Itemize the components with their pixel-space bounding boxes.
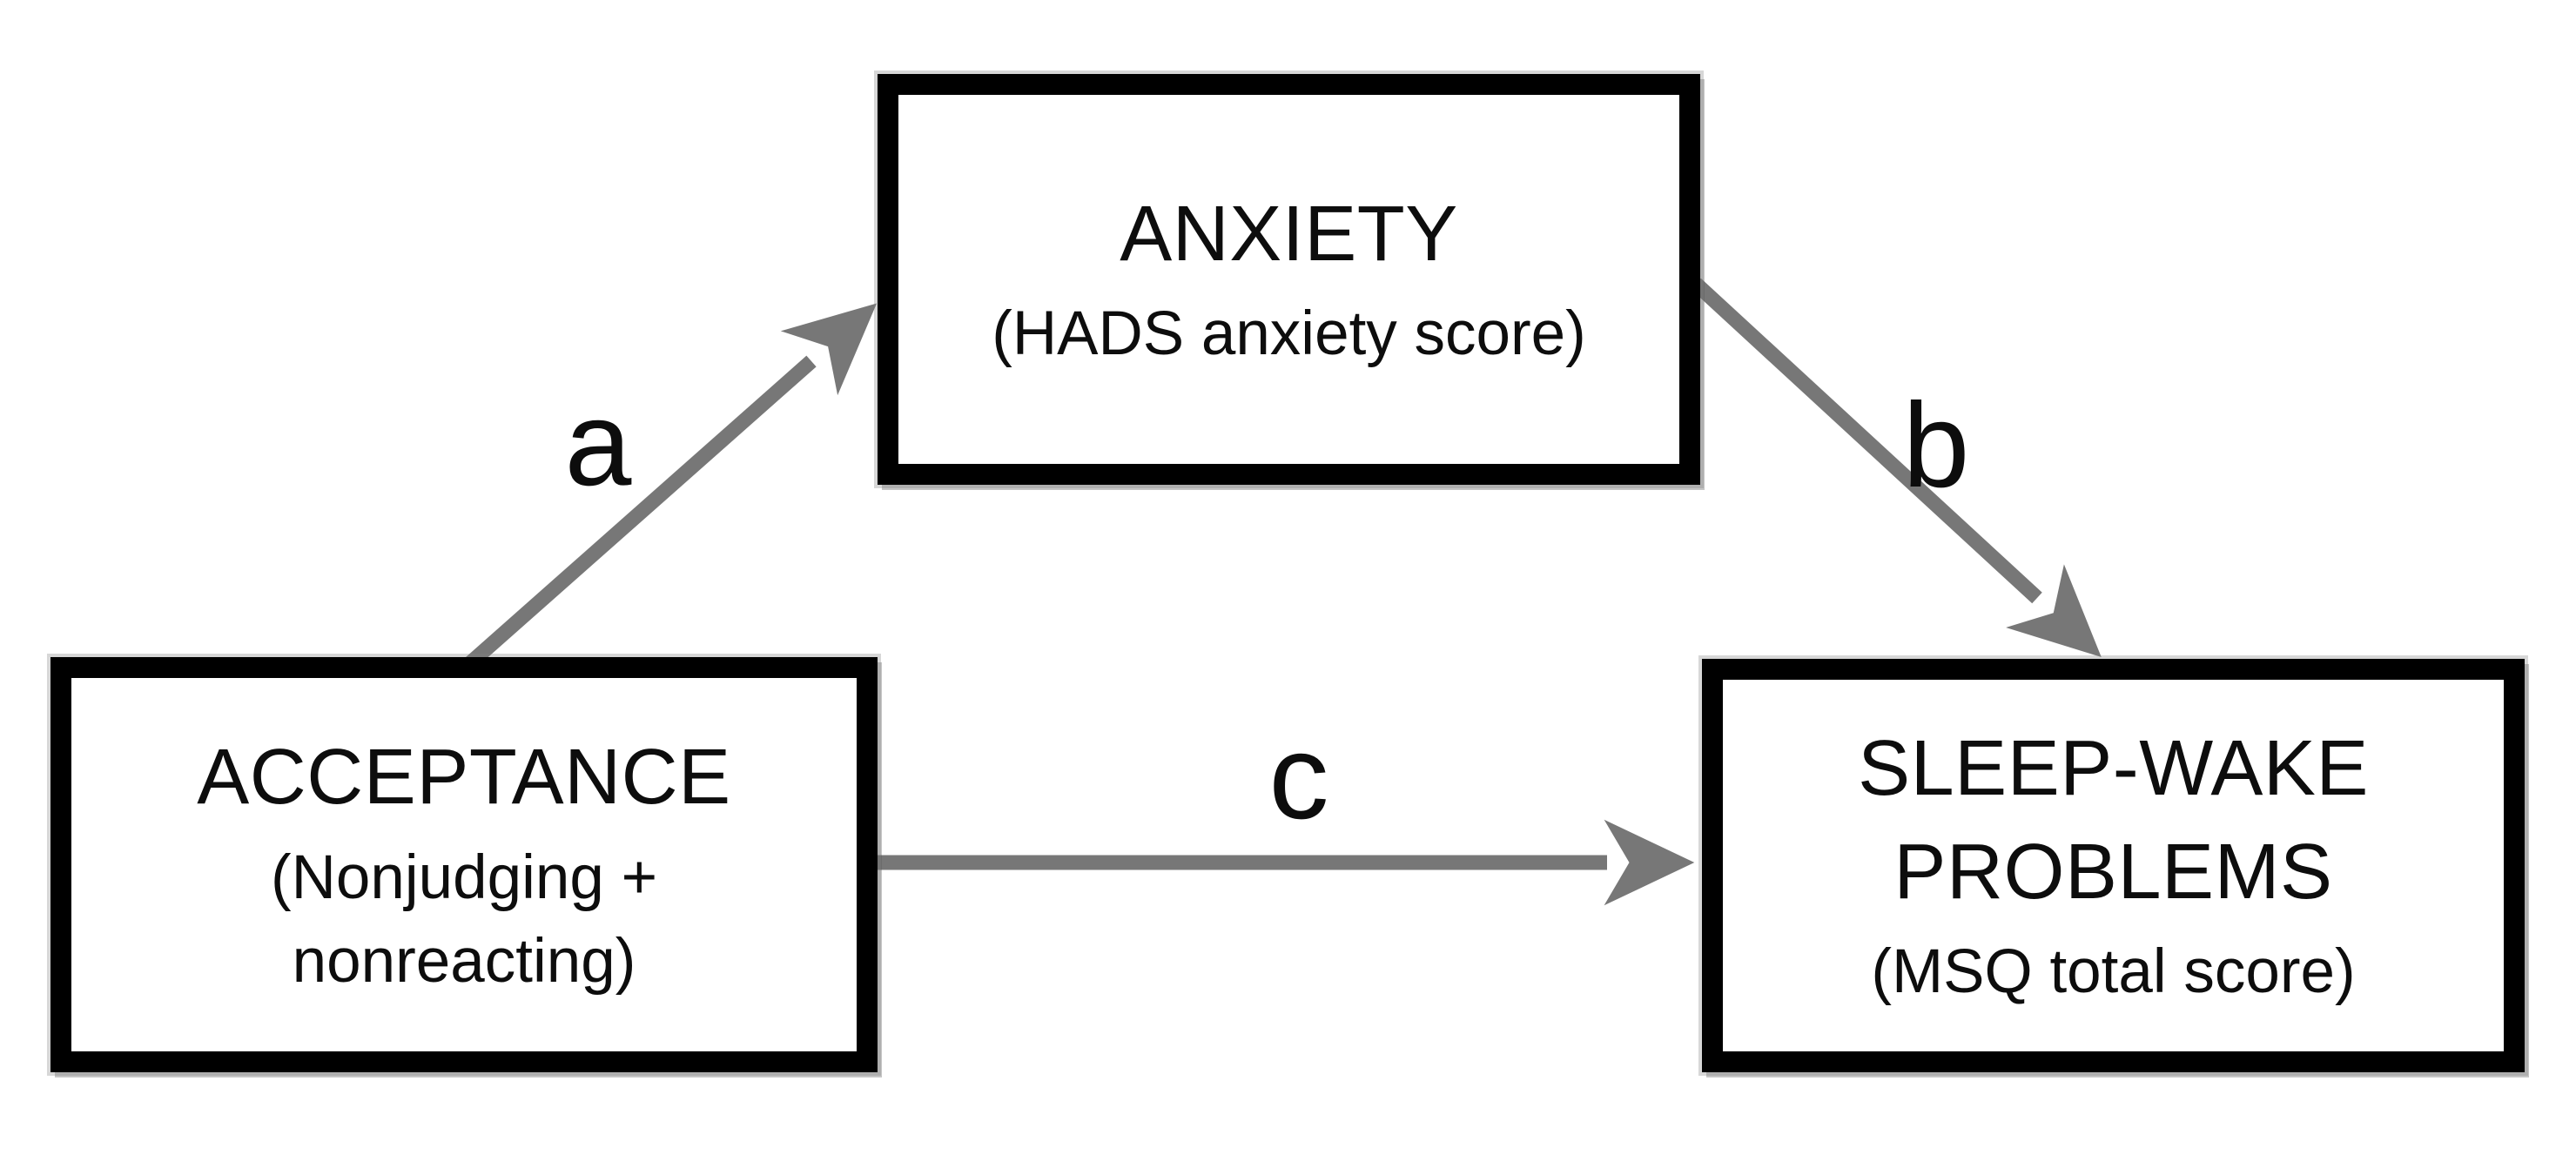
node-anxiety-subtitle: (HADS anxiety score) bbox=[992, 299, 1586, 369]
path-c-label: c bbox=[1268, 710, 1329, 844]
node-anxiety: ANXIETY (HADS anxiety score) bbox=[874, 70, 1704, 488]
path-b-arrow bbox=[1691, 278, 2102, 657]
node-acceptance: ACCEPTANCE (Nonjudging + nonreacting) bbox=[47, 654, 881, 1076]
node-sleep-wake-problems-title: SLEEP-WAKE PROBLEMS bbox=[1858, 724, 2369, 916]
node-acceptance-title: ACCEPTANCE bbox=[197, 734, 731, 822]
path-a-arrow bbox=[465, 303, 878, 669]
node-sleep-wake-problems-subtitle: (MSQ total score) bbox=[1871, 937, 2356, 1007]
node-acceptance-subtitle: (Nonjudging + nonreacting) bbox=[270, 843, 658, 996]
node-sleep-wake-problems: SLEEP-WAKE PROBLEMS (MSQ total score) bbox=[1698, 655, 2528, 1076]
node-anxiety-title: ANXIETY bbox=[1120, 190, 1458, 278]
path-b-label: b bbox=[1902, 379, 1970, 513]
path-a-label: a bbox=[564, 377, 632, 511]
